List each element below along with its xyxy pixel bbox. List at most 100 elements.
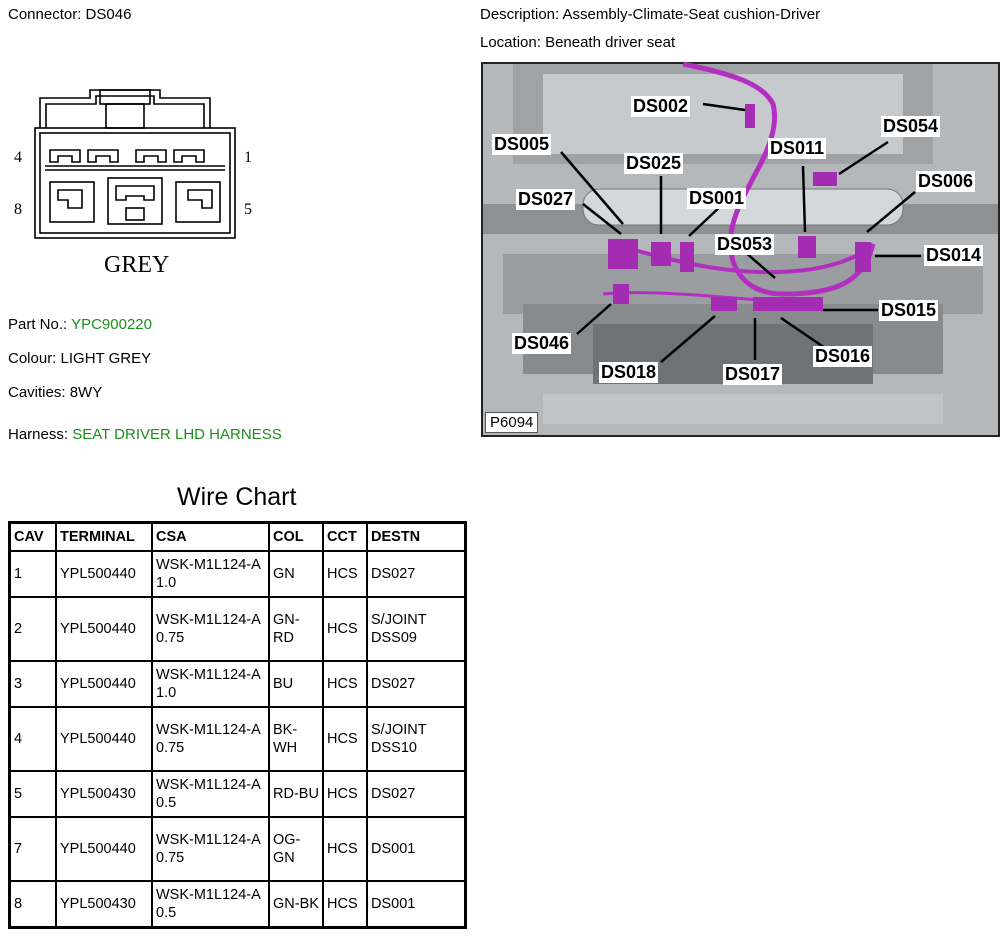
cell-csa: WSK-M1L124-A 0.75 (151, 706, 270, 772)
cell-col: RD-BU (268, 770, 324, 818)
cell-cav: 5 (8, 770, 57, 818)
cell-cct: HCS (322, 816, 368, 882)
cell-terminal: YPL500440 (55, 550, 153, 598)
header-csa: CSA (151, 521, 270, 552)
cell-csa: WSK-M1L124-A 0.75 (151, 816, 270, 882)
table-row: 3 YPL500440 WSK-M1L124-A 1.0 BU HCS DS02… (8, 660, 467, 708)
callout-ds027: DS027 (516, 189, 576, 210)
pin-label-5: 5 (244, 201, 252, 218)
cell-terminal: YPL500440 (55, 596, 153, 662)
header-terminal: TERMINAL (55, 521, 153, 552)
colour-line: Colour: LIGHT GREY (8, 350, 151, 367)
cell-col: BK-WH (268, 706, 324, 772)
photo-id-label: P6094 (485, 412, 539, 433)
pin-label-4: 4 (14, 149, 22, 166)
callout-ds002: DS002 (631, 96, 691, 117)
connector-face-diagram: 4 1 8 5 GREY (14, 89, 252, 278)
cell-cct: HCS (322, 880, 368, 928)
location-value: Beneath driver seat (545, 34, 676, 51)
cell-csa: WSK-M1L124-A 1.0 (151, 550, 270, 598)
cell-terminal: YPL500430 (55, 770, 153, 818)
table-row: 7 YPL500440 WSK-M1L124-A 0.75 OG-GN HCS … (8, 816, 467, 882)
header-destn: DESTN (366, 521, 467, 552)
cell-destn: DS027 (366, 550, 467, 598)
cell-cav: 3 (8, 660, 57, 708)
location-label: Location: (480, 34, 541, 51)
wire-chart-title: Wire Chart (177, 483, 297, 511)
callout-ds011: DS011 (768, 138, 827, 159)
table-row: 4 YPL500440 WSK-M1L124-A 0.75 BK-WH HCS … (8, 706, 467, 772)
cell-col: OG-GN (268, 816, 324, 882)
table-row: 5 YPL500430 WSK-M1L124-A 0.5 RD-BU HCS D… (8, 770, 467, 818)
cell-destn: S/JOINT DSS09 (366, 596, 467, 662)
cell-cct: HCS (322, 660, 368, 708)
cell-terminal: YPL500430 (55, 880, 153, 928)
cell-cav: 8 (8, 880, 57, 928)
cell-csa: WSK-M1L124-A 1.0 (151, 660, 270, 708)
callout-ds001: DS001 (687, 188, 747, 209)
callout-ds006: DS006 (916, 171, 976, 192)
connector-value: DS046 (85, 6, 132, 23)
callout-ds025: DS025 (624, 153, 684, 174)
location-photo: DS002 DS054 DS005 DS025 DS011 DS006 DS02… (481, 61, 1000, 437)
cell-destn: S/JOINT DSS10 (366, 706, 467, 772)
cell-destn: DS027 (366, 660, 467, 708)
cell-cct: HCS (322, 550, 368, 598)
description-label: Description: (480, 6, 560, 23)
cell-terminal: YPL500440 (55, 706, 153, 772)
table-row: 1 YPL500440 WSK-M1L124-A 1.0 GN HCS DS02… (8, 550, 467, 598)
cell-cav: 2 (8, 596, 57, 662)
cell-terminal: YPL500440 (55, 660, 153, 708)
harness-value: SEAT DRIVER LHD HARNESS (72, 426, 282, 443)
location-line: Location: Beneath driver seat (480, 34, 675, 51)
part-no-value: YPC900220 (71, 316, 152, 333)
callout-ds017: DS017 (723, 364, 783, 385)
pin-label-1: 1 (244, 149, 252, 166)
wire-chart-table: CAV TERMINAL CSA COL CCT DESTN 1 YPL5004… (8, 521, 467, 929)
table-row: 2 YPL500440 WSK-M1L124-A 0.75 GN-RD HCS … (8, 596, 467, 662)
connector-label: Connector: (8, 6, 82, 23)
cell-col: BU (268, 660, 324, 708)
harness-label: Harness: (8, 426, 69, 443)
table-row: 8 YPL500430 WSK-M1L124-A 0.5 GN-BK HCS D… (8, 880, 467, 928)
cell-csa: WSK-M1L124-A 0.75 (151, 596, 270, 662)
cell-cct: HCS (322, 706, 368, 772)
cell-cav: 1 (8, 550, 57, 598)
cell-cct: HCS (322, 596, 368, 662)
cell-col: GN-BK (268, 880, 324, 928)
cavities-label: Cavities: (8, 384, 66, 401)
cell-cav: 4 (8, 706, 57, 772)
callout-ds014: DS014 (924, 245, 984, 266)
cell-col: GN-RD (268, 596, 324, 662)
cell-col: GN (268, 550, 324, 598)
callout-ds054: DS054 (881, 116, 941, 137)
part-no-line: Part No.: YPC900220 (8, 316, 152, 333)
header-col: COL (268, 521, 324, 552)
diagram-colour-text: GREY (104, 252, 169, 278)
description-line: Description: Assembly-Climate-Seat cushi… (480, 6, 820, 23)
cell-csa: WSK-M1L124-A 0.5 (151, 770, 270, 818)
connector-line: Connector: DS046 (8, 6, 131, 23)
colour-value: LIGHT GREY (60, 350, 152, 367)
cell-cav: 7 (8, 816, 57, 882)
part-no-label: Part No.: (8, 316, 68, 333)
pin-label-8: 8 (14, 201, 22, 218)
callout-ds016: DS016 (813, 346, 873, 367)
header-cav: CAV (8, 521, 57, 552)
callout-ds015: DS015 (879, 300, 939, 321)
harness-line: Harness: SEAT DRIVER LHD HARNESS (8, 426, 282, 443)
cell-terminal: YPL500440 (55, 816, 153, 882)
callout-ds005: DS005 (492, 134, 552, 155)
header-cct: CCT (322, 521, 368, 552)
cavities-line: Cavities: 8WY (8, 384, 102, 401)
callout-ds046: DS046 (512, 333, 572, 354)
cavities-value: 8WY (69, 384, 103, 401)
callout-ds053: DS053 (715, 234, 775, 255)
cell-csa: WSK-M1L124-A 0.5 (151, 880, 270, 928)
wire-chart-header-row: CAV TERMINAL CSA COL CCT DESTN (8, 521, 467, 552)
cell-destn: DS027 (366, 770, 467, 818)
cell-destn: DS001 (366, 880, 467, 928)
cell-cct: HCS (322, 770, 368, 818)
colour-label: Colour: (8, 350, 57, 367)
description-value: Assembly-Climate-Seat cushion-Driver (562, 6, 821, 23)
